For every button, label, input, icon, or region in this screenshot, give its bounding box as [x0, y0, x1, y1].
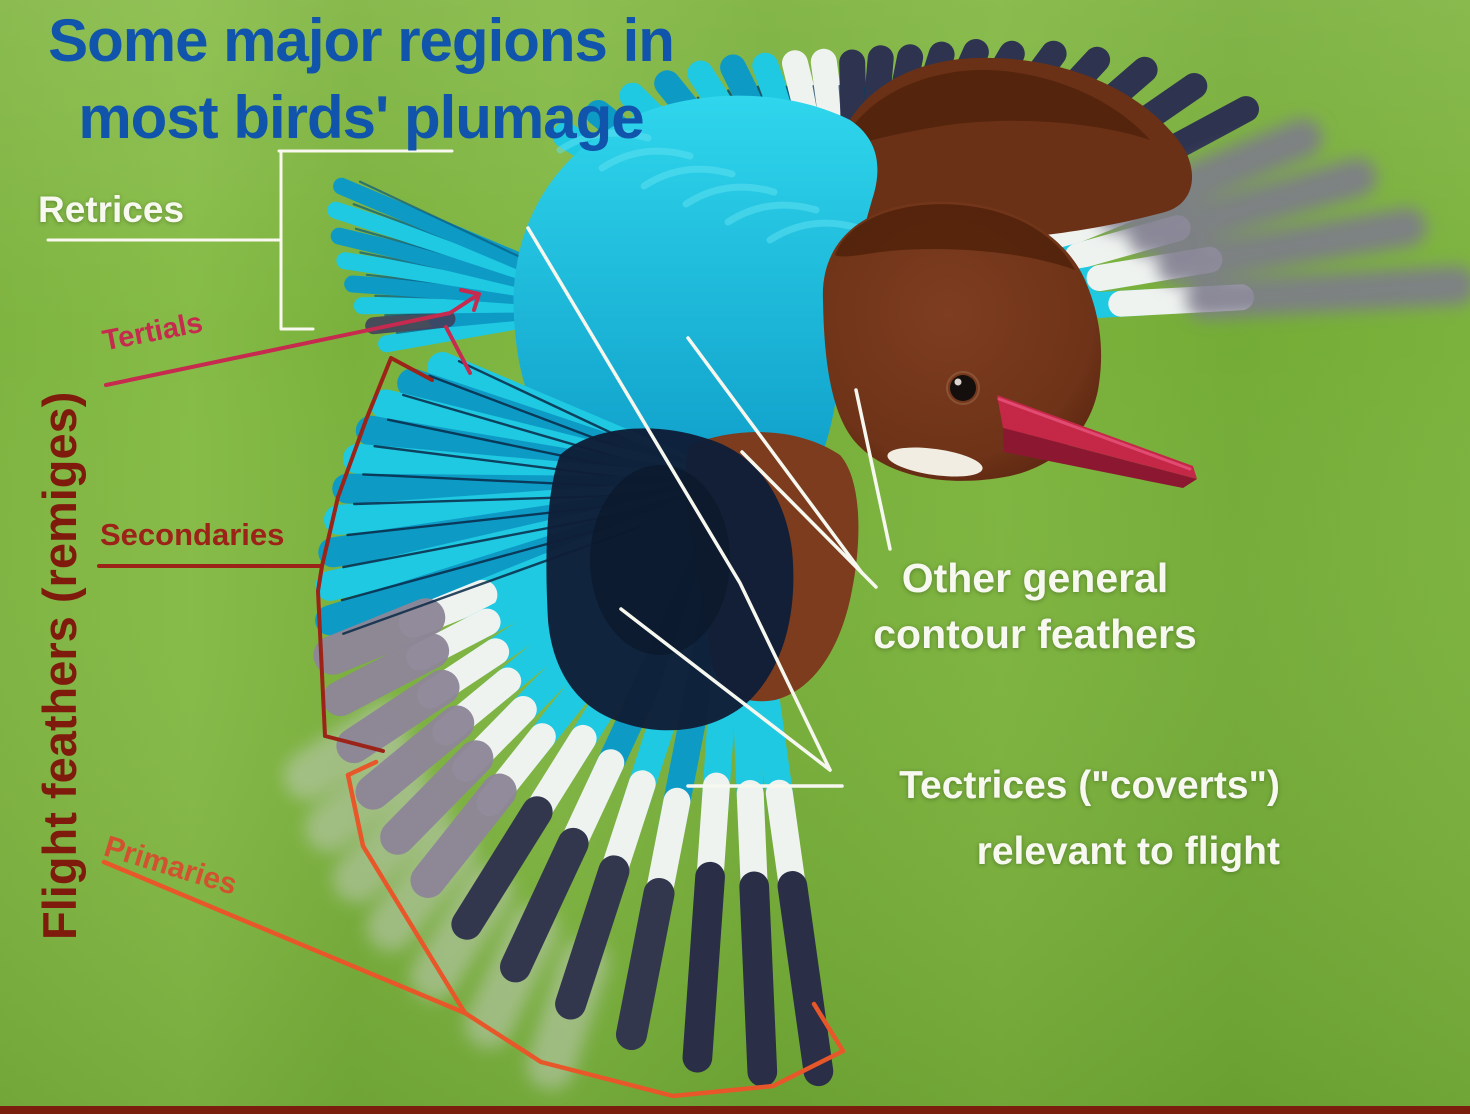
label-flight-feathers: Flight feathers (remiges) [33, 391, 86, 940]
title-line2: most birds' plumage [78, 84, 644, 151]
label-retrices: Retrices [38, 189, 185, 230]
page-title: Some major regions in most birds' plumag… [8, 2, 714, 156]
label-tectrices: Tectrices ("coverts") relevant to flight [810, 753, 1280, 885]
tertials-pointer [104, 288, 481, 387]
primaries-bracket [101, 759, 846, 1099]
label-contour-feathers: Other general contour feathers [825, 550, 1245, 662]
contour-leader-lines [686, 336, 892, 589]
white-throat [887, 447, 983, 477]
eye [950, 375, 976, 401]
tectrices-line2: relevant to flight [976, 830, 1280, 873]
wing-coverts [546, 428, 859, 731]
bill [997, 395, 1197, 488]
contour-line2: contour feathers [873, 611, 1197, 657]
secondaries-bracket [97, 356, 434, 753]
title-line1: Some major regions in [48, 7, 675, 74]
head [822, 201, 1197, 488]
contour-line1: Other general [901, 555, 1169, 601]
body-plumage [513, 95, 878, 494]
tectrices-leader-lines [526, 226, 844, 788]
bottom-bar [0, 1106, 1470, 1114]
label-secondaries: Secondaries [100, 517, 285, 552]
mantle [829, 57, 1193, 242]
tectrices-line1: Tectrices ("coverts") [899, 764, 1280, 807]
kingfisher-bird [283, 39, 1470, 1090]
retrices-bracket [46, 149, 454, 331]
